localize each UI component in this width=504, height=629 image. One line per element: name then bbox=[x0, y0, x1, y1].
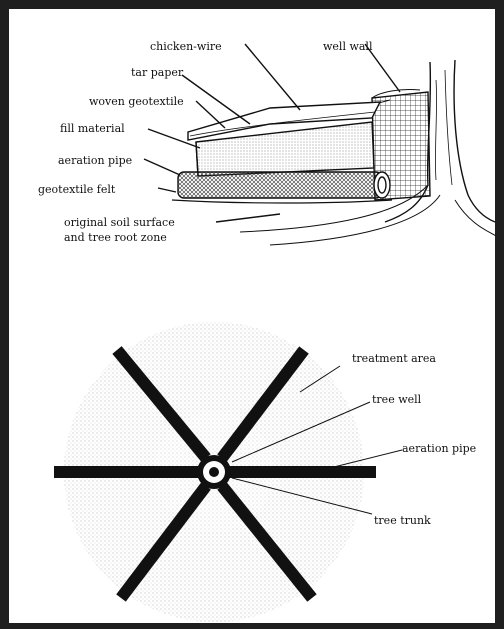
label-chicken-wire: chicken-wire bbox=[150, 40, 222, 53]
label-tar-paper: tar paper bbox=[131, 66, 184, 79]
label-aeration-pipe-section: aeration pipe bbox=[58, 154, 132, 167]
label-soil-line-2: and tree root zone bbox=[64, 231, 167, 244]
tree-trunk-circle bbox=[209, 467, 219, 477]
label-soil-line-1: original soil surface bbox=[64, 216, 175, 229]
aeration-pipe-shape bbox=[178, 172, 382, 198]
cross-section-drawing bbox=[144, 44, 496, 245]
label-woven-geotextile: woven geotextile bbox=[89, 95, 184, 108]
label-fill-material: fill material bbox=[60, 122, 125, 135]
label-geotextile-felt: geotextile felt bbox=[38, 183, 116, 196]
label-well-wall: well wall bbox=[323, 40, 373, 53]
plan-view-drawing bbox=[54, 322, 402, 622]
label-aeration-pipe-plan: aeration pipe bbox=[402, 442, 476, 455]
label-treatment-area: treatment area bbox=[352, 352, 436, 365]
label-tree-trunk: tree trunk bbox=[374, 514, 431, 527]
label-tree-well: tree well bbox=[372, 393, 422, 406]
